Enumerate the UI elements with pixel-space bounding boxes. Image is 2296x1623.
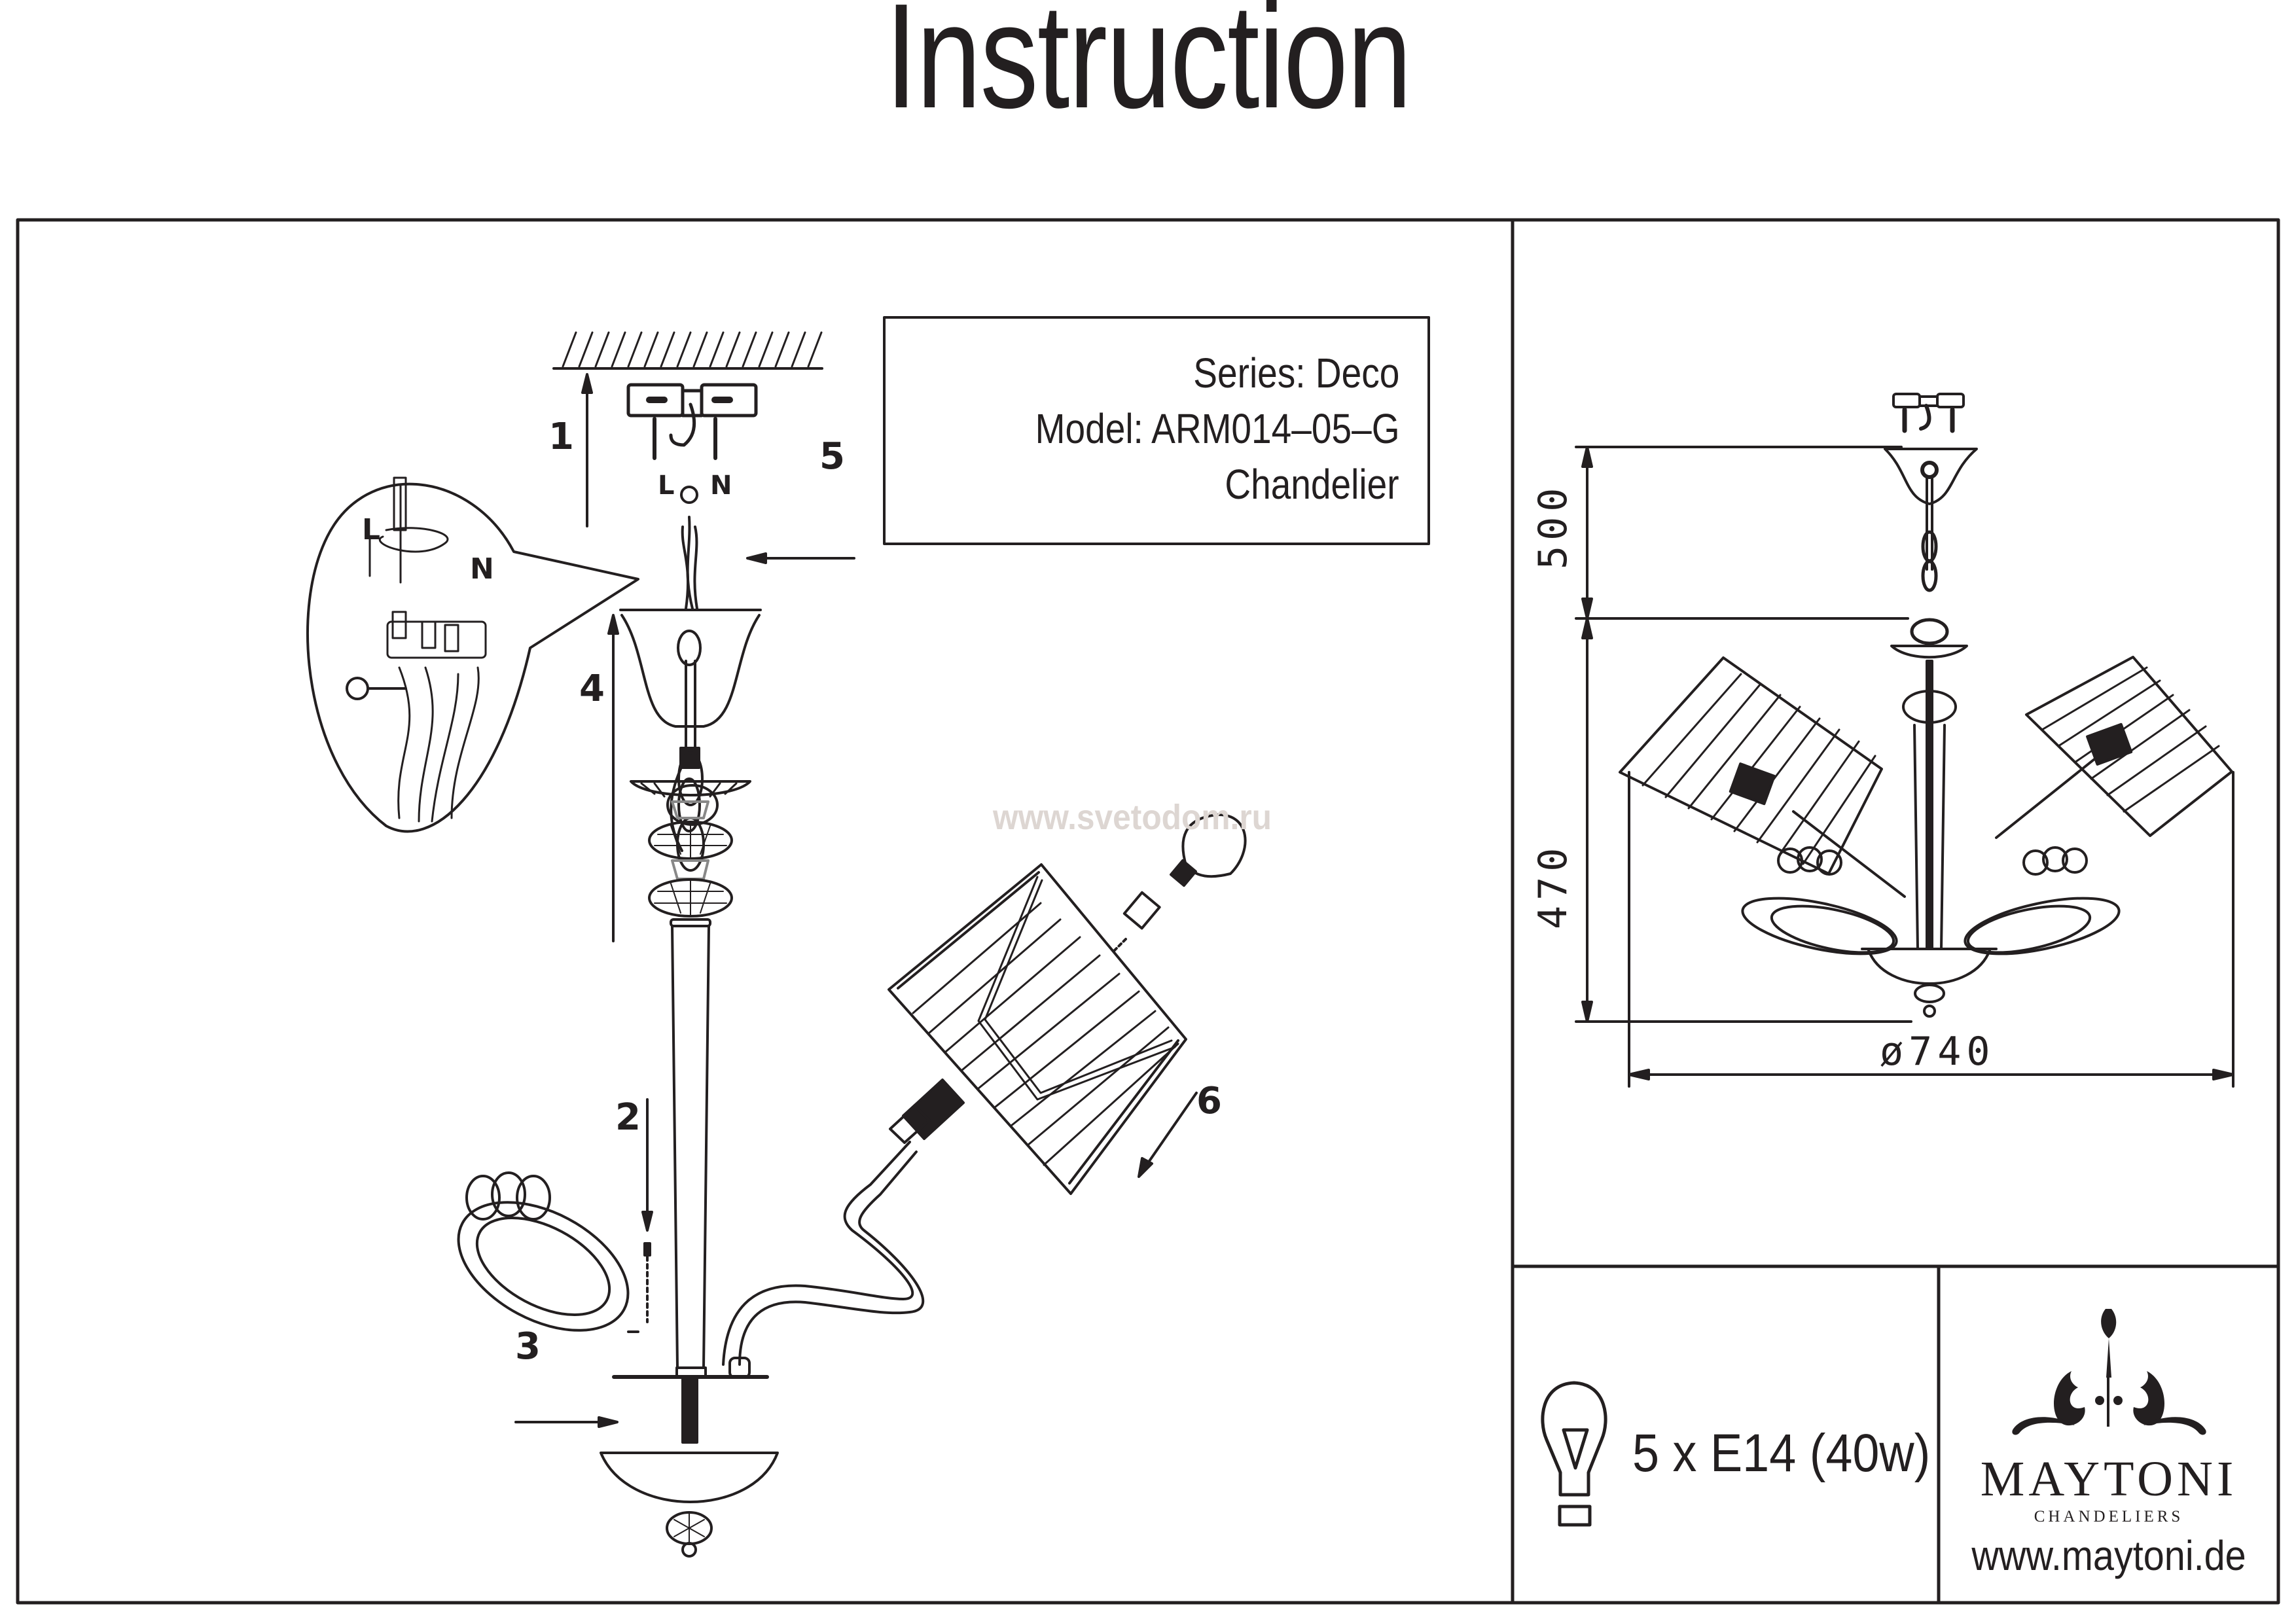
page-frame	[16, 218, 2280, 1605]
chandelier-assembled	[1861, 393, 1998, 1018]
crystal-bead	[2022, 849, 2049, 876]
detail-live-label: L	[362, 513, 381, 546]
crystal-bead	[2062, 847, 2088, 874]
arrow-6	[1141, 1092, 1198, 1173]
step-number-5: 5	[819, 435, 845, 478]
candle-arm-left	[457, 1171, 651, 1333]
dimension-470-text: 470	[1530, 842, 1576, 929]
crystal-bead	[491, 1171, 526, 1217]
detail-neutral-label: N	[470, 552, 494, 586]
live-wire-label: L	[658, 471, 675, 501]
center-column	[600, 780, 779, 1558]
ceiling-icon	[552, 331, 823, 370]
earth-icon	[680, 486, 698, 504]
light-bulb	[1111, 813, 1247, 954]
step-arrows	[514, 373, 1198, 1428]
shade-right	[1995, 656, 2233, 839]
crystal-bead	[1777, 847, 1803, 874]
crystal-bead	[516, 1175, 551, 1221]
step-number-3: 3	[515, 1325, 541, 1368]
mounting-bracket-icon	[626, 383, 758, 460]
brand-name: MAYTONI	[1980, 1452, 2238, 1507]
arms-assembled	[1741, 846, 2121, 955]
step-number-1: 1	[548, 416, 574, 458]
lamp-shade	[888, 863, 1187, 1195]
product-type-label: Chandelier	[1225, 461, 1399, 508]
neutral-wire-label: N	[710, 471, 732, 501]
dimension-lines	[1575, 446, 2234, 1088]
step-number-2: 2	[615, 1096, 641, 1139]
crystal-bead	[648, 878, 733, 918]
dimension-diameter: ø740	[1880, 1029, 1996, 1075]
brand-tagline: CHANDELIERS	[2034, 1508, 2184, 1525]
step-number-4: 4	[579, 668, 605, 710]
info-box	[883, 316, 1430, 545]
candle-arm-right	[722, 1079, 965, 1379]
step-number-6: 6	[1196, 1080, 1222, 1122]
canopy	[619, 486, 762, 769]
info-box-text: Series: Deco Model: ARM014–05–G Chandeli…	[884, 317, 1429, 544]
crystal-bead	[648, 821, 733, 860]
crystal-bead	[1797, 846, 1823, 872]
crystal-bead	[2042, 846, 2068, 872]
watermark: www.svetodom.ru	[993, 798, 1272, 837]
bulb-icon	[1541, 1381, 1607, 1527]
maytoni-logo-icon	[2012, 1309, 2206, 1435]
dimension-500-text: 500	[1530, 482, 1576, 569]
crystal-bead	[465, 1175, 501, 1221]
series-label: Series: Deco	[1193, 349, 1399, 397]
crystal-bead	[1816, 849, 1842, 876]
shade-left	[1619, 656, 1906, 898]
outer-border	[16, 218, 2280, 1605]
brand-website-link[interactable]: www.maytoni.de	[1971, 1532, 2246, 1579]
model-label: Model: ARM014–05–G	[1035, 405, 1399, 452]
page-title: Instruction	[885, 0, 1412, 139]
lamp-spec: 5 x E14 (40w)	[1632, 1423, 1931, 1483]
wiring-detail-magnifier	[306, 476, 639, 833]
